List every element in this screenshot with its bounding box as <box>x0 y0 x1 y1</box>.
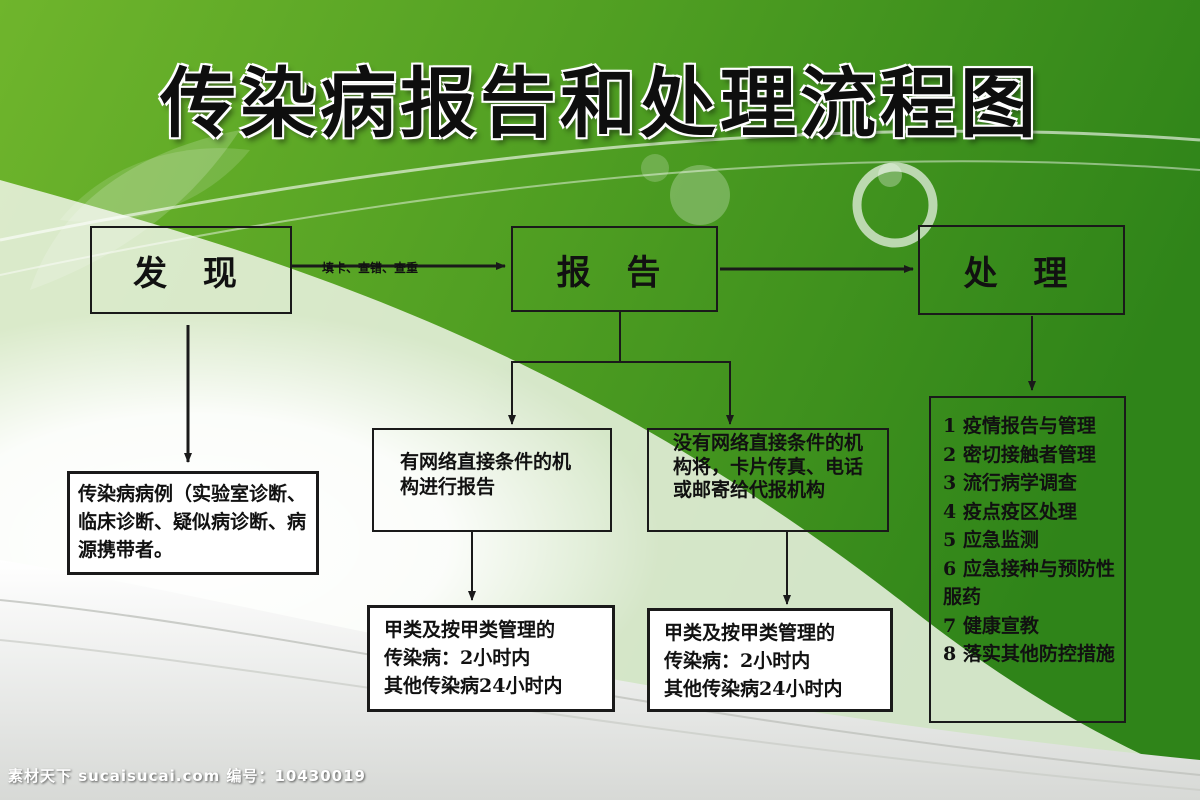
handling-step: 6 应急接种与预防性服药 <box>943 557 1115 609</box>
line-report-branch-right <box>620 361 734 425</box>
node-no-network-report: 没有网络直接条件的机构将，卡片传真、电话或邮寄给代报机构 <box>647 428 889 532</box>
timing-line: 其他传染病24小时内 <box>664 678 843 700</box>
timing-line: 传染病：2小时内 <box>384 647 531 669</box>
edge-label-check: 填卡、查错、查重 <box>322 261 419 275</box>
page-title: 传染病报告和处理流程图 <box>160 59 1040 148</box>
handling-step: 4 疫点疫区处理 <box>943 500 1077 523</box>
timing-line: 甲类及按甲类管理的 <box>664 622 836 644</box>
handling-step: 3 流行病学调查 <box>943 472 1077 494</box>
node-discover: 发 现 <box>90 226 292 314</box>
handling-step: 5 应急监测 <box>943 529 1039 551</box>
timing-line: 其他传染病24小时内 <box>384 675 563 697</box>
node-handle: 处 理 <box>918 225 1125 315</box>
line-report-branch <box>508 312 621 425</box>
node-network-report: 有网络直接条件的机构进行报告 <box>372 428 612 532</box>
node-handling-steps: 1 疫情报告与管理 2 密切接触者管理 3 流行病学调查 4 疫点疫区处理 5 … <box>929 396 1126 723</box>
timing-line: 传染病：2小时内 <box>664 650 811 672</box>
node-timing-left: 甲类及按甲类管理的 传染病：2小时内 其他传染病24小时内 <box>367 605 615 712</box>
handling-step: 7 健康宣教 <box>943 614 1039 637</box>
handling-step: 2 密切接触者管理 <box>943 443 1096 466</box>
node-case-definition: 传染病病例（实验室诊断、临床诊断、疑似病诊断、病源携带者。 <box>67 471 319 575</box>
node-report: 报 告 <box>511 226 718 312</box>
timing-line: 甲类及按甲类管理的 <box>384 619 556 641</box>
handling-step: 1 疫情报告与管理 <box>943 415 1096 437</box>
handling-step: 8 落实其他防控措施 <box>943 643 1115 665</box>
watermark: 素材天下 sucaisucai.com 编号：10430019 <box>8 767 366 785</box>
node-timing-right: 甲类及按甲类管理的 传染病：2小时内 其他传染病24小时内 <box>647 608 893 712</box>
